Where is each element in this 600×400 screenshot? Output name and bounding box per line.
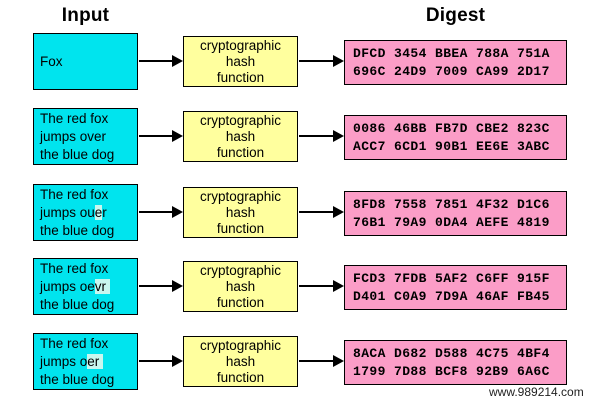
hash-box-line: hash — [225, 278, 256, 294]
hash-box-line: function — [216, 294, 265, 310]
hash-function-box: cryptographic hash function — [183, 261, 298, 312]
hash-box-line: function — [216, 369, 265, 385]
digest-line: 696C 24D9 7009 CA99 2D17 — [353, 63, 550, 79]
arrow-head-icon — [333, 280, 344, 292]
input-text-segment: jumps oe — [40, 278, 95, 294]
changed-letter-highlight: vr — [94, 278, 110, 294]
hash-box-line: cryptographic — [199, 188, 282, 204]
digest-line: 76B1 79A9 0DA4 AEFE 4819 — [353, 214, 550, 230]
arrow-line — [139, 360, 174, 362]
input-text: jumps oevr — [40, 278, 137, 296]
arrow-hash-to-digest — [299, 280, 344, 292]
input-box: Fox — [33, 33, 138, 90]
input-box: The red fox jumps oer the blue dog — [33, 333, 138, 390]
arrow-head-icon — [172, 206, 183, 218]
hash-box-line: cryptographic — [199, 337, 282, 353]
digest-line: 8ACA D682 D588 4C75 4BF4 — [353, 345, 550, 361]
hash-box-line: hash — [225, 204, 256, 220]
hash-box-line: hash — [225, 128, 256, 144]
changed-letter-highlight: er — [87, 353, 104, 369]
arrow-line — [299, 60, 335, 62]
digest-line: FCD3 7FDB 5AF2 C6FF 915F — [353, 270, 550, 286]
hash-box-line: cryptographic — [199, 262, 282, 278]
arrow-line — [299, 285, 335, 287]
hash-box-line: hash — [225, 53, 256, 69]
hash-box-line: function — [216, 69, 265, 85]
digest-box: DFCD 3454 BBEA 788A 751A 696C 24D9 7009 … — [344, 40, 567, 85]
arrow-head-icon — [172, 130, 183, 142]
arrow-line — [299, 360, 335, 362]
arrow-input-to-hash — [139, 355, 183, 367]
arrow-head-icon — [333, 130, 344, 142]
input-text-segment: jumps ou — [40, 204, 95, 220]
arrow-head-icon — [172, 355, 183, 367]
input-text: the blue dog — [40, 222, 115, 238]
arrow-head-icon — [172, 55, 183, 67]
input-box: The red fox jumps over the blue dog — [33, 108, 138, 165]
input-text-segment: jumps o — [40, 353, 88, 369]
input-text: the blue dog — [40, 296, 115, 312]
arrow-line — [299, 211, 335, 213]
hash-box-line: hash — [225, 353, 256, 369]
input-text: The red fox — [40, 260, 109, 276]
digest-box: FCD3 7FDB 5AF2 C6FF 915F D401 C0A9 7D9A … — [344, 265, 567, 310]
input-text-segment: r — [102, 204, 107, 220]
digest-line: DFCD 3454 BBEA 788A 751A — [353, 45, 550, 61]
arrow-input-to-hash — [139, 130, 183, 142]
digest-box: 0086 46BB FB7D CBE2 823C ACC7 6CD1 90B1 … — [344, 115, 567, 160]
arrow-hash-to-digest — [299, 55, 344, 67]
digest-box: 8ACA D682 D588 4C75 4BF4 1799 7D88 BCF8 … — [344, 340, 567, 385]
digest-line: 1799 7D88 BCF8 92B9 6A6C — [353, 363, 550, 379]
diagram-row: The red fox jumps oer the blue dog crypt… — [0, 333, 600, 390]
input-box: The red fox jumps oevr the blue dog — [33, 258, 138, 315]
arrow-input-to-hash — [139, 280, 183, 292]
arrow-head-icon — [172, 280, 183, 292]
arrow-head-icon — [333, 206, 344, 218]
hash-function-box: cryptographic hash function — [183, 187, 298, 238]
arrow-line — [139, 60, 174, 62]
hash-function-box: cryptographic hash function — [183, 111, 298, 162]
watermark: www.989214.com — [489, 385, 584, 399]
arrow-line — [139, 285, 174, 287]
arrow-input-to-hash — [139, 206, 183, 218]
input-text: jumps oer — [40, 353, 137, 371]
input-text-segment: jumps over — [40, 128, 107, 144]
arrow-hash-to-digest — [299, 130, 344, 142]
input-text: jumps over — [40, 128, 137, 146]
hash-box-line: cryptographic — [199, 37, 282, 53]
arrow-line — [139, 135, 174, 137]
input-box: The red fox jumps ouer the blue dog — [33, 184, 138, 241]
arrow-head-icon — [333, 355, 344, 367]
column-header-digest: Digest — [425, 5, 486, 26]
input-text: The red fox — [40, 186, 109, 202]
diagram-row: The red fox jumps over the blue dog cryp… — [0, 108, 600, 165]
diagram-row: The red fox jumps oevr the blue dog cryp… — [0, 258, 600, 315]
digest-line: 0086 46BB FB7D CBE2 823C — [353, 120, 550, 136]
arrow-input-to-hash — [139, 55, 183, 67]
digest-box: 8FD8 7558 7851 4F32 D1C6 76B1 79A9 0DA4 … — [344, 191, 567, 236]
hash-box-line: function — [216, 220, 265, 236]
changed-letter-highlight: e — [94, 204, 103, 220]
arrow-hash-to-digest — [299, 206, 344, 218]
diagram-row: The red fox jumps ouer the blue dog cryp… — [0, 184, 600, 241]
digest-line: ACC7 6CD1 90B1 EE6E 3ABC — [353, 138, 550, 154]
input-text: The red fox — [40, 335, 109, 351]
input-text: Fox — [40, 53, 63, 69]
hash-function-box: cryptographic hash function — [183, 36, 298, 87]
input-text: the blue dog — [40, 146, 115, 162]
hash-box-line: function — [216, 144, 265, 160]
hash-box-line: cryptographic — [199, 112, 282, 128]
hash-function-box: cryptographic hash function — [183, 336, 298, 387]
arrow-line — [299, 135, 335, 137]
input-text: the blue dog — [40, 371, 115, 387]
arrow-head-icon — [333, 55, 344, 67]
digest-line: D401 C0A9 7D9A 46AF FB45 — [353, 288, 550, 304]
arrow-line — [139, 211, 174, 213]
input-text: The red fox — [40, 110, 109, 126]
input-text: jumps ouer — [40, 204, 137, 222]
arrow-hash-to-digest — [299, 355, 344, 367]
digest-line: 8FD8 7558 7851 4F32 D1C6 — [353, 196, 550, 212]
column-header-input: Input — [61, 5, 110, 26]
diagram-row: Fox cryptographic hash function DFCD 345… — [0, 33, 600, 90]
